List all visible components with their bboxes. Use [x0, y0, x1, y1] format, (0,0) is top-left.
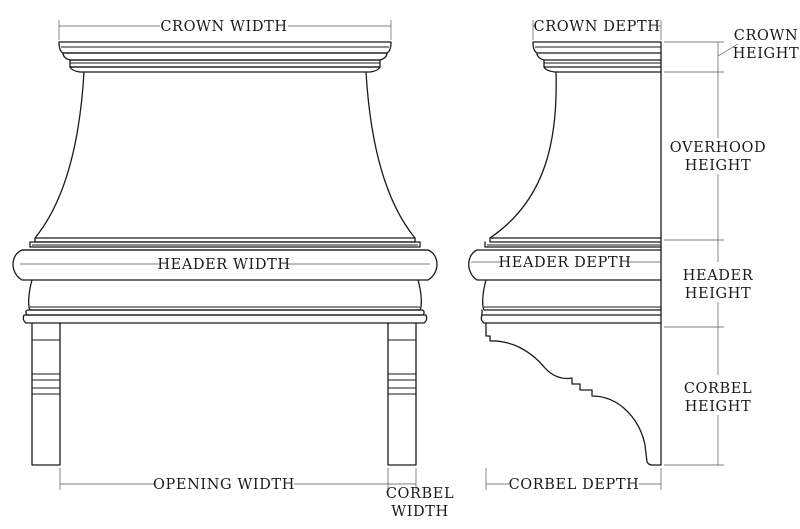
label-corbel-width-line2: WIDTH — [391, 504, 449, 520]
label-corbel-height-line2: HEIGHT — [685, 399, 751, 415]
label-header-height-line2: HEIGHT — [685, 286, 751, 302]
front-view — [12, 41, 438, 466]
front-right-leg — [387, 322, 417, 466]
label-overhood-height-line2: HEIGHT — [685, 158, 751, 174]
side-overhood — [489, 71, 557, 239]
label-crown-height-line1: CROWN — [734, 28, 799, 44]
front-crown — [58, 41, 392, 73]
label-header-width: HEADER WIDTH — [157, 257, 290, 273]
label-overhood-height-line1: OVERHOOD — [670, 140, 766, 156]
label-header-height-line1: HEADER — [683, 268, 754, 284]
side-crown — [532, 41, 662, 73]
side-header — [468, 237, 662, 324]
label-corbel-height-line1: CORBEL — [684, 381, 752, 397]
label-corbel-width-line1: CORBEL — [386, 486, 454, 502]
front-header — [12, 237, 438, 324]
side-corbel — [485, 322, 662, 466]
label-crown-depth: CROWN DEPTH — [534, 19, 661, 35]
label-crown-height-line2: HEIGHT — [733, 46, 799, 62]
front-left-leg — [31, 322, 61, 466]
side-view — [468, 41, 662, 466]
label-crown-width: CROWN WIDTH — [160, 19, 287, 35]
label-corbel-depth: CORBEL DEPTH — [509, 477, 640, 493]
dimension-labels: CROWN WIDTH CROWN DEPTH CROWN HEIGHT OVE… — [153, 16, 799, 520]
front-overhood — [34, 71, 416, 239]
label-opening-width: OPENING WIDTH — [153, 477, 295, 493]
label-header-depth: HEADER DEPTH — [499, 255, 632, 271]
